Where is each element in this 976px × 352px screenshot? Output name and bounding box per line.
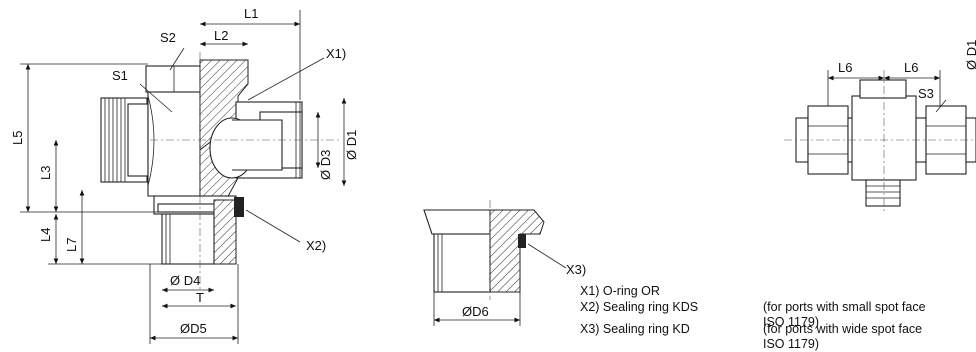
label-T: T (196, 290, 204, 305)
dimension-lines (20, 10, 347, 344)
fitting-section-view (100, 52, 340, 290)
label-X3: X3) (566, 262, 586, 277)
label-D1: Ø D1 (344, 130, 359, 160)
label-L7: L7 (64, 238, 79, 252)
label-L5: L5 (10, 131, 25, 145)
label-S2: S2 (160, 30, 176, 45)
legend-x3-key: X3) Sealing ring KD (580, 322, 690, 336)
label-X2: X2) (306, 238, 326, 253)
legend-x2-key: X2) Sealing ring KDS (580, 300, 699, 314)
label-X1: X1) (326, 46, 346, 61)
dimension-labels: L1 L2 S2 S1 X1) L5 L3 L4 L7 Ø D3 Ø D1 X2… (10, 6, 359, 336)
legend-x3-desc: (for ports with wide spot face ISO 1179) (763, 322, 922, 352)
legend-x2: X2) Sealing ring KDS (580, 300, 698, 315)
label-L6-left: L6 (838, 60, 852, 75)
legend-x3-desc-line1: (for ports with wide spot face (763, 322, 923, 336)
label-L6-right: L6 (904, 60, 918, 75)
label-D4: Ø D4 (170, 273, 200, 288)
fitting-front-view (784, 70, 976, 214)
legend-x2-desc-line2: ISO 1179) (763, 315, 820, 329)
label-D5: ØD5 (180, 321, 207, 336)
label-L2: L2 (214, 28, 228, 43)
label-L3: L3 (38, 166, 53, 180)
legend-x1-key: X1) O-ring OR (580, 284, 660, 298)
legend-x2-desc: (for ports with small spot face ISO 1179… (763, 300, 926, 330)
legend-x1: X1) O-ring OR (580, 284, 660, 299)
legend-x2-desc-line1: (for ports with small spot face (763, 300, 926, 314)
label-L1: L1 (244, 6, 258, 21)
front-view-dimensions (827, 70, 947, 113)
label-S3: S3 (918, 86, 934, 101)
label-D6: ØD6 (462, 304, 489, 319)
plug-section-view (423, 200, 545, 300)
legend-x3-desc-line2: ISO 1179) (763, 337, 820, 351)
legend-x3: X3) Sealing ring KD (580, 322, 690, 337)
label-D1-right: Ø D1 (964, 40, 976, 70)
label-L4: L4 (38, 228, 53, 242)
label-D3: Ø D3 (318, 150, 333, 180)
plug-dimensions (433, 243, 567, 326)
label-S1: S1 (112, 68, 128, 83)
